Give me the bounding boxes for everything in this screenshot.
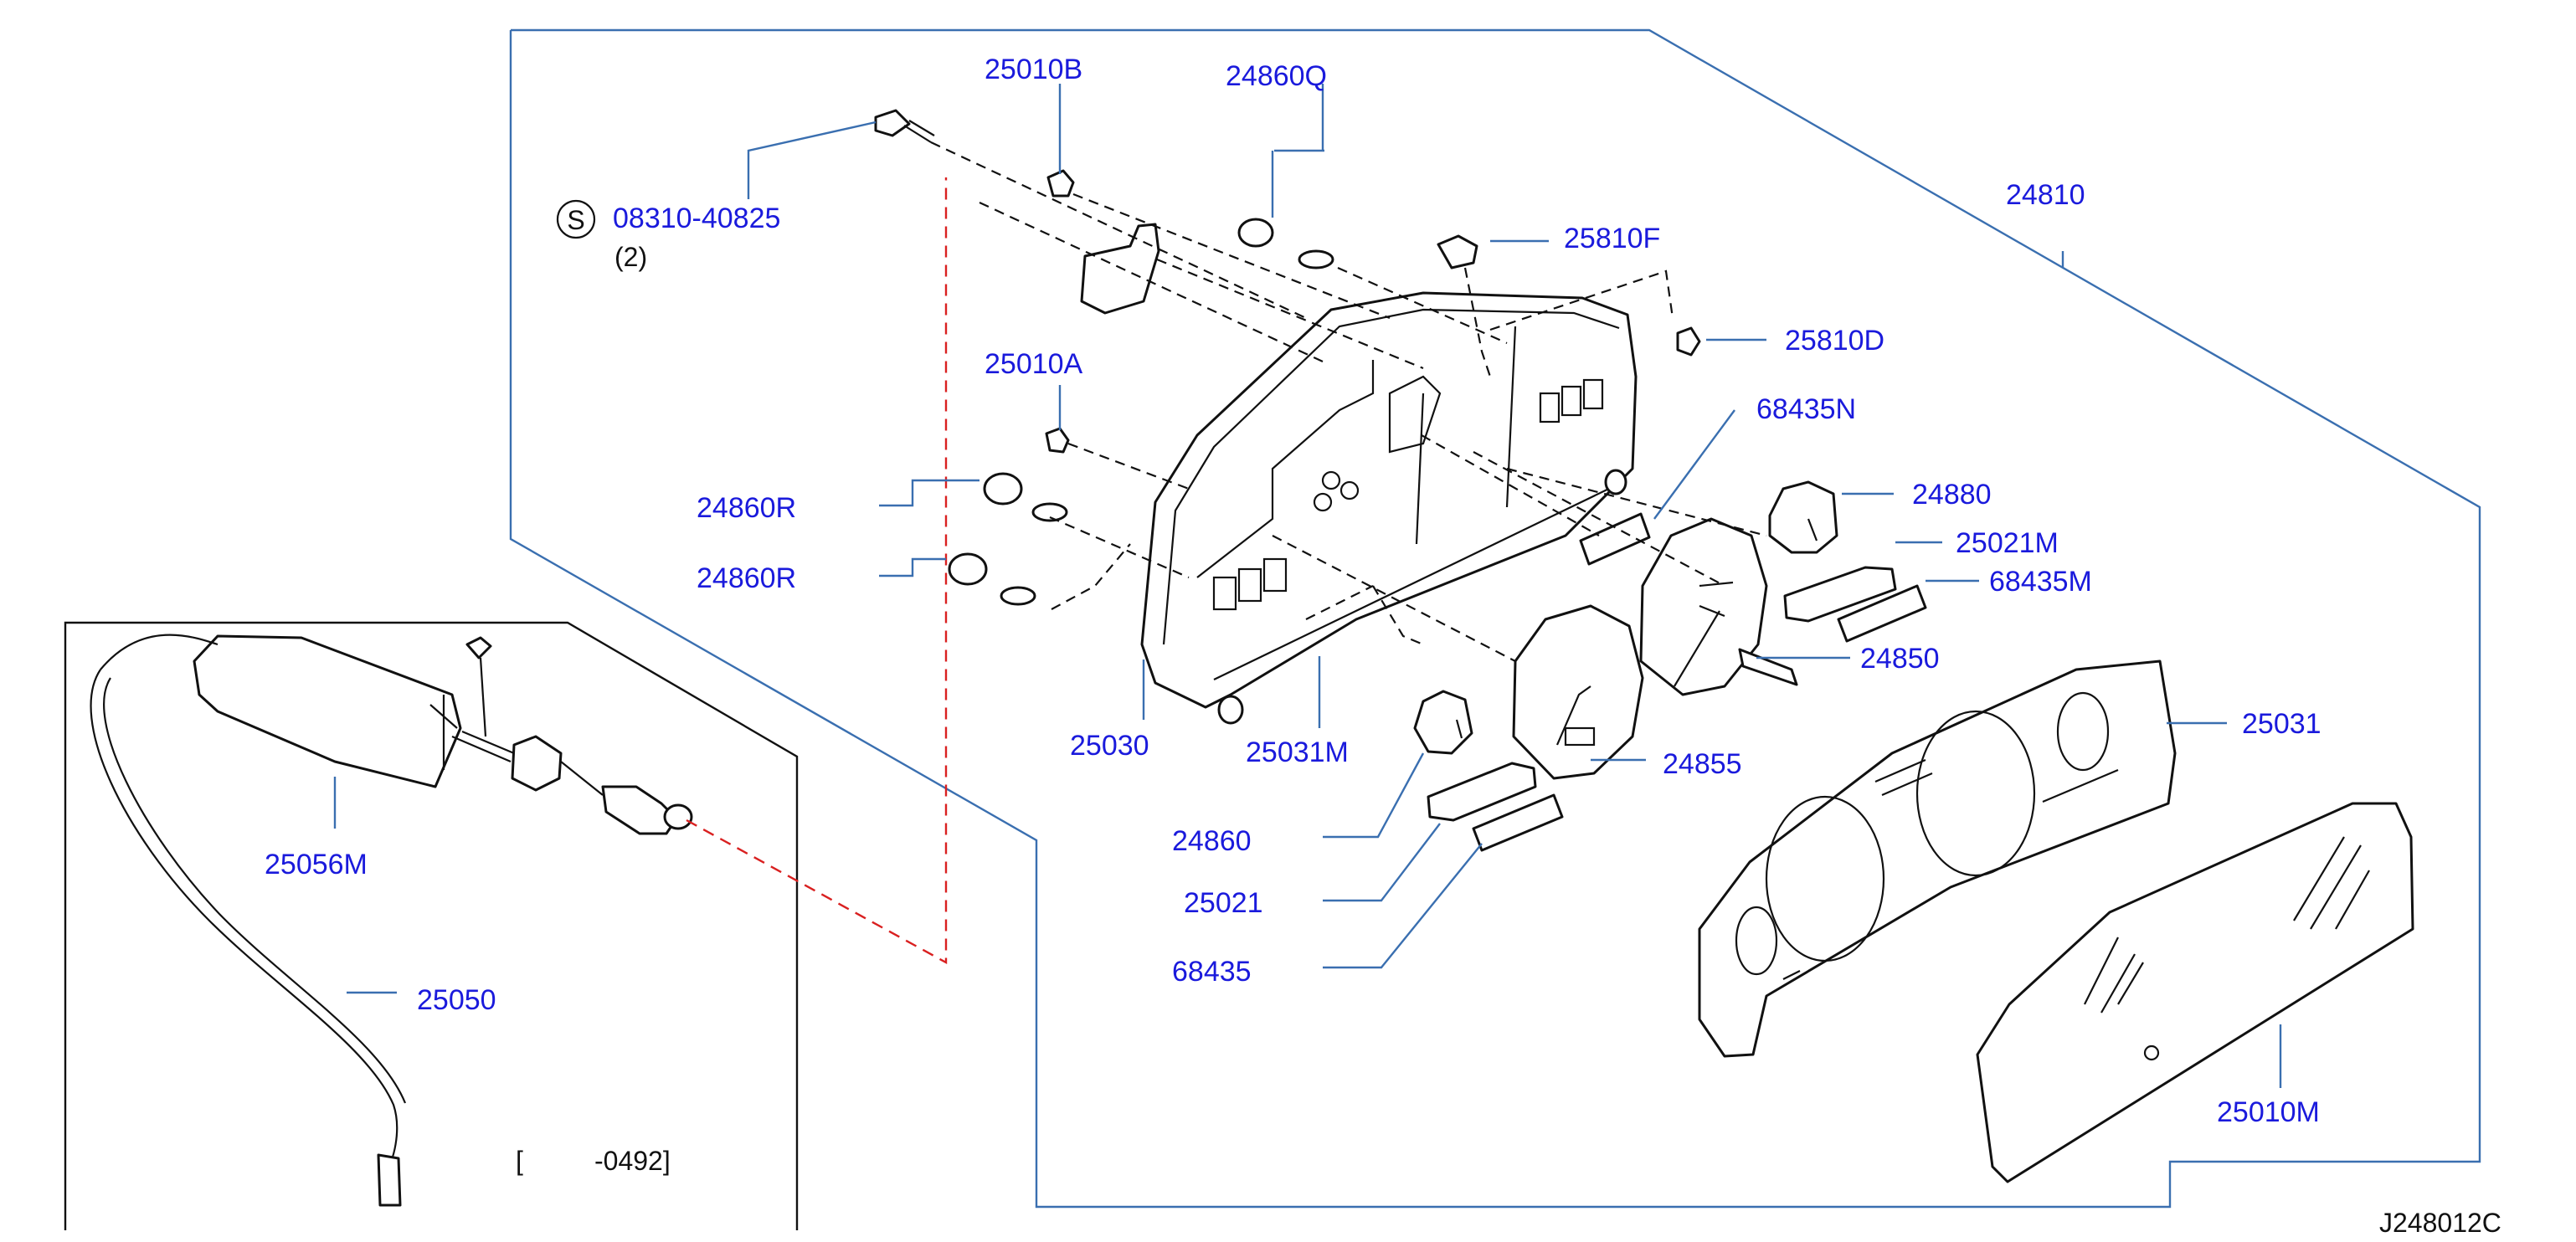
date-range-end: -0492] bbox=[594, 1146, 671, 1176]
screw-08310[interactable] bbox=[874, 109, 935, 143]
grommet-24860R-lower[interactable] bbox=[948, 552, 1036, 606]
label-24860R-upper[interactable]: 24860R bbox=[697, 492, 796, 524]
label-25031[interactable]: 25031 bbox=[2242, 708, 2321, 740]
screw-symbol: S bbox=[567, 205, 584, 235]
bulb-socket-25810F[interactable] bbox=[1437, 234, 1478, 269]
label-25050[interactable]: 25050 bbox=[417, 984, 496, 1016]
label-25021M[interactable]: 25021M bbox=[1956, 527, 2059, 559]
meter-glass-25010M[interactable] bbox=[1976, 802, 2414, 1183]
cable-assembly[interactable] bbox=[90, 634, 693, 1207]
diagram-id: J248012C bbox=[2379, 1208, 2501, 1238]
cluster-housing[interactable] bbox=[1140, 291, 1638, 725]
leader-lines bbox=[333, 84, 2282, 1088]
label-24860[interactable]: 24860 bbox=[1172, 825, 1252, 857]
cable-inset-box bbox=[64, 621, 799, 1230]
date-range-open: [ bbox=[516, 1146, 523, 1176]
lamp-board-25021[interactable] bbox=[1427, 762, 1537, 822]
label-25056M[interactable]: 25056M bbox=[265, 849, 368, 880]
label-25010B[interactable]: 25010B bbox=[985, 54, 1082, 85]
tachometer-24850[interactable] bbox=[1639, 517, 1798, 696]
sticker-68435N[interactable] bbox=[1579, 512, 1651, 566]
label-25030[interactable]: 25030 bbox=[1070, 730, 1149, 762]
label-08310-40825[interactable]: 08310-40825 bbox=[613, 203, 780, 234]
speedometer-24855[interactable] bbox=[1512, 604, 1644, 780]
label-24850[interactable]: 24850 bbox=[1860, 643, 1940, 675]
gauge-24880[interactable] bbox=[1768, 480, 1838, 554]
clip-25010B[interactable] bbox=[1046, 169, 1075, 198]
label-25010A[interactable]: 25010A bbox=[985, 348, 1083, 380]
meter-mask-25031[interactable] bbox=[1698, 659, 2177, 1058]
label-25810D[interactable]: 25810D bbox=[1785, 325, 1884, 357]
cable-link-dashed-line bbox=[686, 177, 948, 965]
assembly-frame-outline bbox=[509, 28, 2481, 1209]
label-25021[interactable]: 25021 bbox=[1184, 887, 1263, 919]
label-25010M[interactable]: 25010M bbox=[2217, 1096, 2320, 1128]
grommet-24860Q[interactable] bbox=[1237, 218, 1334, 269]
label-quantity: (2) bbox=[614, 242, 647, 272]
label-24810[interactable]: 24810 bbox=[2006, 179, 2085, 211]
lamp-board-25021M[interactable] bbox=[1783, 566, 1897, 623]
gauge-24860[interactable] bbox=[1413, 690, 1473, 755]
label-24860R-lower[interactable]: 24860R bbox=[697, 562, 796, 594]
bulb-25810D[interactable] bbox=[1676, 326, 1701, 357]
label-68435M[interactable]: 68435M bbox=[1989, 566, 2092, 598]
label-68435[interactable]: 68435 bbox=[1172, 956, 1252, 988]
label-68435N[interactable]: 68435N bbox=[1756, 393, 1856, 425]
label-25031M[interactable]: 25031M bbox=[1246, 736, 1349, 768]
sticker-68435M[interactable] bbox=[1837, 584, 1927, 643]
sticker-68435[interactable] bbox=[1472, 793, 1564, 852]
assembly-guide-lines bbox=[930, 141, 1767, 662]
label-24880[interactable]: 24880 bbox=[1912, 479, 1992, 511]
clip-25010A[interactable] bbox=[1045, 427, 1070, 454]
label-24860Q[interactable]: 24860Q bbox=[1226, 60, 1327, 92]
grommet-24860R-upper[interactable] bbox=[983, 472, 1068, 522]
label-25810F[interactable]: 25810F bbox=[1564, 223, 1660, 254]
label-24855[interactable]: 24855 bbox=[1663, 748, 1742, 780]
screw-symbol-circle bbox=[556, 199, 596, 239]
